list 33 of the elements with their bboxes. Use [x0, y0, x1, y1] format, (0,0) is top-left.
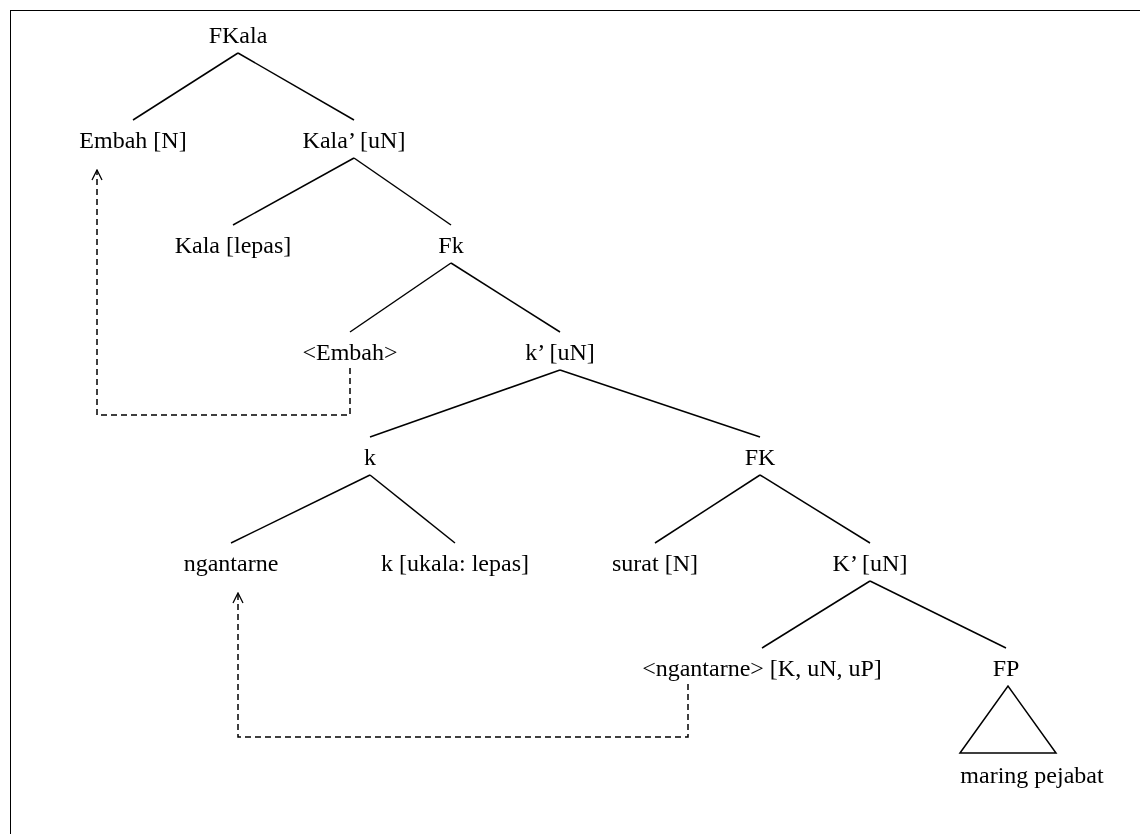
- movement-arrow: [91, 169, 351, 416]
- tree-branch: [132, 52, 239, 121]
- tree-branch: [761, 580, 871, 649]
- tree-node-label: K’ [uN]: [832, 549, 908, 577]
- tree-node-label: <ngantarne> [K, uN, uP]: [642, 654, 882, 682]
- tree-branch: [654, 474, 761, 544]
- tree-branch: [230, 474, 371, 544]
- tree-node-label: FP: [992, 654, 1020, 682]
- tree-branch: [237, 52, 355, 121]
- tree-branch: [450, 262, 561, 333]
- movement-arrow: [232, 592, 689, 738]
- tree-branch: [369, 369, 561, 438]
- tree-node-label: Kala [lepas]: [174, 231, 292, 259]
- tree-branch: [369, 474, 456, 544]
- tree-node-label: ngantarne: [183, 549, 279, 577]
- tree-branch: [349, 262, 452, 333]
- tree-node-label: k’ [uN]: [525, 338, 595, 366]
- tree-node-label: surat [N]: [612, 549, 698, 577]
- tree-node-label: FKala: [208, 21, 268, 49]
- tree-node-label: Kala’ [uN]: [302, 126, 406, 154]
- tree-node-label: maring pejabat: [960, 761, 1104, 789]
- tree-branch: [353, 157, 452, 226]
- triangle-branch: [958, 684, 1058, 754]
- tree-node-label: k [ukala: lepas]: [381, 549, 529, 577]
- tree-node-label: Embah [N]: [79, 126, 187, 154]
- tree-node-label: FK: [744, 443, 776, 471]
- tree-node-label: k: [364, 443, 376, 471]
- tree-branch: [869, 580, 1007, 649]
- tree-branch: [232, 157, 355, 226]
- tree-branch: [759, 474, 871, 544]
- tree-node-label: Fk: [438, 231, 464, 259]
- tree-branch: [559, 369, 761, 438]
- tree-node-label: <Embah>: [302, 338, 398, 366]
